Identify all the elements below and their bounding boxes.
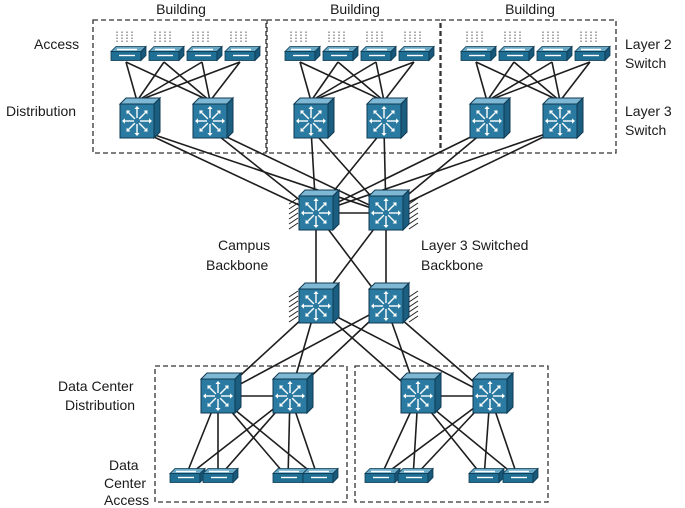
access-to-distribution-link <box>136 61 165 102</box>
building-box-1 <box>92 19 267 154</box>
distribution-to-backbone-link <box>385 128 561 214</box>
dc-2-access-switch-3 <box>468 467 505 484</box>
access-to-distribution-link <box>125 61 138 102</box>
access-to-distribution-link <box>486 61 553 102</box>
dc-access-label-line1: Data <box>109 457 139 473</box>
dc-1-access-switch-1 <box>169 467 206 484</box>
building-3-access-switch-1 <box>460 31 497 62</box>
l3-switched-backbone-label-line1: Layer 3 Switched <box>421 237 528 253</box>
building-label-3: Building <box>505 1 555 17</box>
building-label-1: Building <box>156 1 206 17</box>
dc-2-access-switch-1 <box>364 467 401 484</box>
dc-access-label-line2: Center <box>104 475 146 491</box>
access-to-distribution-link <box>201 61 211 102</box>
building-1-access-switch-2 <box>148 31 185 62</box>
dc-distribution-to-access-link <box>379 395 491 479</box>
access-to-distribution-link <box>475 61 488 102</box>
building-2-distribution-switch-1 <box>292 96 336 140</box>
distribution-to-backbone-link <box>315 128 561 214</box>
access-to-distribution-link <box>299 61 312 102</box>
building-box-3 <box>440 19 617 154</box>
campus-backbone-switch-2 <box>367 188 419 232</box>
access-label: Access <box>34 36 79 52</box>
building-1-distribution-switch-2 <box>191 96 235 140</box>
dc-backbone-to-distribution-link <box>217 305 387 397</box>
access-to-distribution-link <box>136 61 241 102</box>
layer2-switch-label-line1: Layer 2 <box>625 36 672 52</box>
dc-1-access-switch-4 <box>302 467 339 484</box>
access-to-distribution-link <box>310 61 415 102</box>
campus-backbone-label-line1: Campus <box>218 237 270 253</box>
building-1-access-switch-3 <box>186 31 223 62</box>
dc-backbone-switch-1 <box>288 281 341 325</box>
distribution-to-backbone-link <box>209 128 317 214</box>
dashed-boxes <box>92 19 617 503</box>
access-to-distribution-link <box>559 61 591 102</box>
distribution-label: Distribution <box>6 103 76 119</box>
building-2-access-switch-2 <box>322 31 359 62</box>
dc-2-distribution-switch-2 <box>471 371 515 415</box>
distribution-to-backbone-link <box>209 128 387 214</box>
layer2-switch-label-line2: Switch <box>625 55 666 71</box>
access-to-distribution-link <box>486 61 515 102</box>
campus-backbone-switch-1 <box>288 188 341 232</box>
dc-distribution-label-line2: Distribution <box>65 397 135 413</box>
campus-backbone-label-line2: Backbone <box>206 257 268 273</box>
building-3-access-switch-3 <box>536 31 573 62</box>
access-to-distribution-link <box>209 61 241 102</box>
dc-2-access-switch-4 <box>502 467 539 484</box>
building-2-access-switch-1 <box>284 31 321 62</box>
data-center-box-2 <box>354 365 549 503</box>
distribution-to-backbone-link <box>136 128 317 214</box>
dc-backbone-to-distribution-link <box>315 305 491 397</box>
dc-1-distribution-switch-2 <box>271 371 315 415</box>
access-to-distribution-link <box>383 61 415 102</box>
access-to-distribution-link <box>136 61 203 102</box>
access-to-distribution-link <box>310 61 377 102</box>
building-label-2: Building <box>330 1 380 17</box>
access-to-distribution-link <box>551 61 561 102</box>
distribution-to-backbone-link <box>315 128 488 214</box>
layer3-switch-label-line2: Switch <box>625 122 666 138</box>
dc-distribution-label-line1: Data Center <box>58 378 134 394</box>
switches <box>110 31 611 484</box>
building-2-access-switch-4 <box>398 31 435 62</box>
building-2-distribution-switch-2 <box>365 96 409 140</box>
building-3-distribution-switch-1 <box>468 96 512 140</box>
l3-switched-backbone-label-line2: Backbone <box>421 257 483 273</box>
building-box-2 <box>266 19 441 154</box>
building-2-access-switch-3 <box>360 31 397 62</box>
building-1-access-switch-4 <box>224 31 261 62</box>
dc-1-distribution-switch-1 <box>199 371 243 415</box>
dc-access-label-line3: Access <box>104 492 149 508</box>
access-to-distribution-link <box>375 61 385 102</box>
layer3-switch-label-line1: Layer 3 <box>625 103 672 119</box>
building-1-access-switch-1 <box>110 31 147 62</box>
building-3-access-switch-4 <box>574 31 611 62</box>
dc-2-distribution-switch-1 <box>399 371 443 415</box>
access-to-distribution-link <box>310 61 339 102</box>
access-to-distribution-link <box>486 61 591 102</box>
dc-1-access-switch-2 <box>202 467 239 484</box>
dc-backbone-switch-2 <box>367 281 419 325</box>
building-1-distribution-switch-1 <box>118 96 162 140</box>
dc-2-access-switch-2 <box>397 467 434 484</box>
building-3-distribution-switch-2 <box>541 96 585 140</box>
building-3-access-switch-2 <box>498 31 535 62</box>
